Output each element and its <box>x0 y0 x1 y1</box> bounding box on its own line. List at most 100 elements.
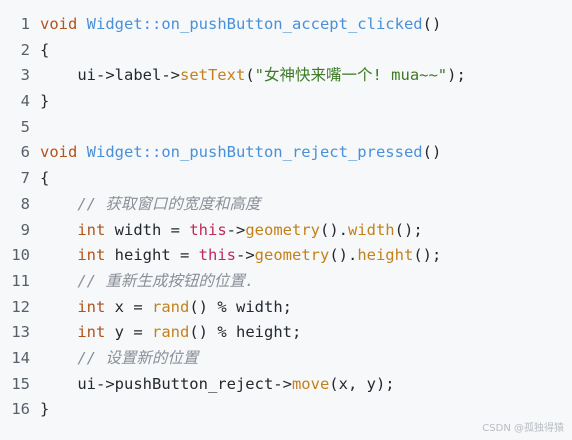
code-token: -> <box>235 246 255 265</box>
watermark: CSDN @孤独得猿 <box>482 423 564 434</box>
code-text: ui->label->setText("女神快来嘴一个! mua~~"); <box>40 63 572 89</box>
code-token: this <box>189 220 227 239</box>
code-line: 4} <box>0 89 572 115</box>
code-token: (). <box>319 220 348 239</box>
code-line: 13 int y = rand() % height; <box>0 320 572 346</box>
code-text: } <box>40 397 572 423</box>
code-token: int <box>77 246 106 265</box>
code-text <box>40 115 572 141</box>
code-text: // 重新生成按钮的位置. <box>40 269 572 295</box>
code-text: { <box>40 166 572 192</box>
code-token: { <box>40 40 50 59</box>
code-token: ( <box>245 66 255 85</box>
code-token: move <box>291 374 330 393</box>
code-text: // 设置新的位置 <box>40 346 572 372</box>
code-token: } <box>40 92 50 111</box>
code-token: (); <box>413 246 442 265</box>
code-text: int height = this->geometry().height(); <box>40 243 572 269</box>
code-token: Widget::on_pushButton_accept_clicked <box>86 15 423 33</box>
code-line: 10 int height = this->geometry().height(… <box>0 243 572 269</box>
code-token: setText <box>179 66 246 85</box>
code-line: 16} <box>0 397 572 423</box>
code-token: -> <box>226 220 246 239</box>
code-token: geometry <box>245 220 320 239</box>
code-line: 5 <box>0 115 572 141</box>
code-token: void <box>40 143 78 162</box>
code-line: 14 // 设置新的位置 <box>0 346 572 372</box>
code-token: void <box>40 15 78 33</box>
line-number: 8 <box>20 194 30 213</box>
code-text: void Widget::on_pushButton_reject_presse… <box>40 140 572 166</box>
line-number: 1 <box>20 15 30 33</box>
code-token: () <box>422 15 442 33</box>
line-number: 12 <box>11 297 30 316</box>
code-token <box>77 15 86 33</box>
line-number: 16 <box>11 400 30 419</box>
code-token: () <box>422 143 442 162</box>
code-token: } <box>40 400 50 419</box>
code-line: 1 void Widget::on_pushButton_accept_click… <box>0 12 572 38</box>
code-token <box>40 272 77 290</box>
code-line: 9 int width = this->geometry().width(); <box>0 218 572 244</box>
code-token <box>40 221 77 239</box>
code-line: 7{ <box>0 166 572 192</box>
line-number: 15 <box>11 374 30 393</box>
code-token: int <box>77 297 106 316</box>
code-token: height <box>357 246 414 265</box>
line-number: 3 <box>20 66 30 85</box>
code-token: this <box>198 246 236 265</box>
line-number: 10 <box>11 246 30 265</box>
code-line: 6 void Widget::on_pushButton_reject_press… <box>0 140 572 166</box>
code-token: ); <box>447 66 466 85</box>
code-token: y = <box>105 323 152 342</box>
code-line: 2{ <box>0 38 572 64</box>
line-number: 7 <box>20 169 30 188</box>
line-number: 14 <box>11 348 30 367</box>
code-token: rand <box>152 323 190 342</box>
code-text: int width = this->geometry().width(); <box>40 218 572 244</box>
code-token: int <box>77 220 106 239</box>
code-token: // 设置新的位置 <box>77 348 199 367</box>
code-token <box>40 298 77 316</box>
code-token: { <box>40 169 50 188</box>
code-line: 11 // 重新生成按钮的位置. <box>0 269 572 295</box>
code-token: () % height; <box>189 323 302 342</box>
code-text: void Widget::on_pushButton_accept_clicke… <box>40 12 572 38</box>
code-line: 3 ui->label->setText("女神快来嘴一个! mua~~"); <box>0 63 572 89</box>
code-token <box>40 349 77 367</box>
code-line: 8 // 获取窗口的宽度和高度 <box>0 192 572 218</box>
code-token: x = <box>105 297 152 316</box>
code-token: int <box>77 323 106 342</box>
code-token <box>77 143 86 161</box>
code-token: Widget::on_pushButton_reject_pressed <box>86 143 423 162</box>
line-number: 9 <box>20 220 30 239</box>
code-token: width <box>347 220 395 239</box>
code-token: height = <box>105 246 199 265</box>
code-token <box>40 195 77 213</box>
code-token: geometry <box>254 246 330 265</box>
code-line: 15 ui->pushButton_reject->move(x, y); <box>0 372 572 398</box>
code-token: // 重新生成按钮的位置. <box>77 271 255 290</box>
code-text: int y = rand() % height; <box>40 320 572 346</box>
code-line: 12 int x = rand() % width; <box>0 295 572 321</box>
code-token: (); <box>394 220 423 239</box>
code-token <box>40 323 77 341</box>
code-token <box>40 246 77 264</box>
code-text: ui->pushButton_reject->move(x, y); <box>40 372 572 398</box>
line-number: 2 <box>20 40 30 59</box>
line-number: 6 <box>20 143 30 162</box>
code-token: ui->pushButton_reject-> <box>40 374 292 393</box>
code-token: (). <box>329 246 358 265</box>
code-token: rand <box>152 297 190 316</box>
code-token: width = <box>105 220 190 239</box>
code-text: } <box>40 89 572 115</box>
line-number: 4 <box>20 92 30 111</box>
code-token: ui->label-> <box>40 66 180 85</box>
line-number: 5 <box>20 117 30 136</box>
code-token: (x, y); <box>329 374 395 393</box>
code-token: () % width; <box>189 297 292 316</box>
code-token: // 获取窗口的宽度和高度 <box>77 194 261 213</box>
line-number: 11 <box>11 271 30 290</box>
